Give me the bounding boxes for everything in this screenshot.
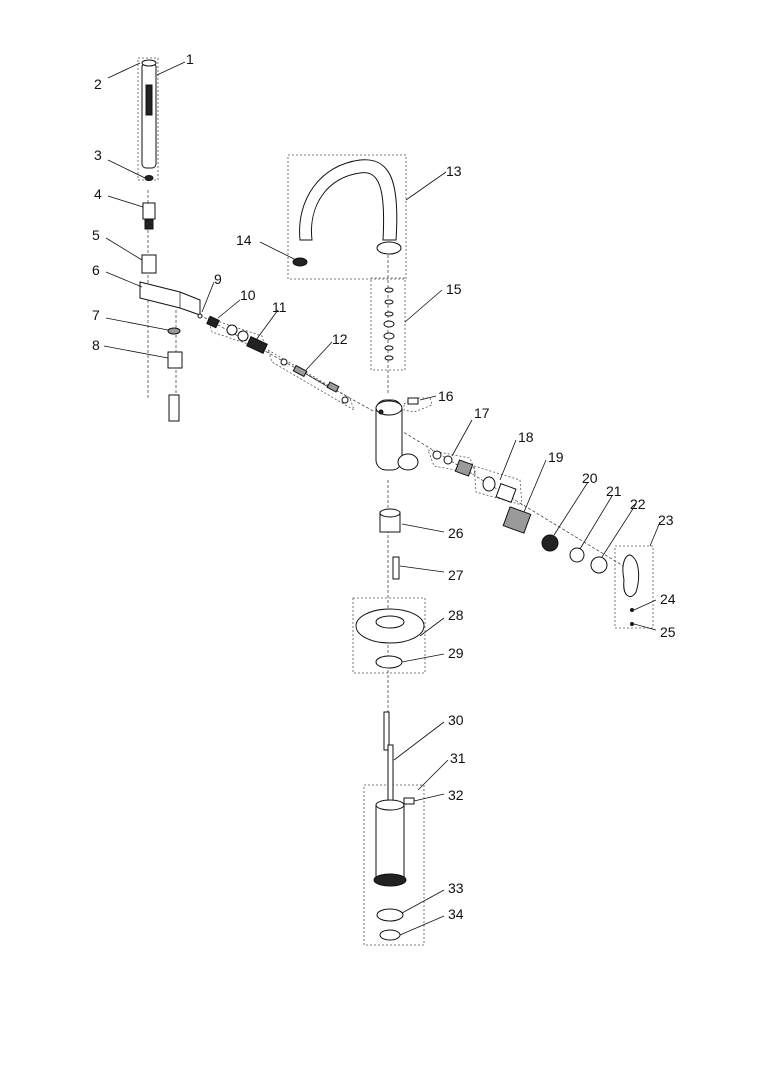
part-4-nut	[142, 202, 156, 230]
callout-1: 1	[186, 51, 194, 67]
callout-21: 21	[606, 483, 622, 499]
callout-19: 19	[548, 449, 564, 465]
mounting-parts	[373, 711, 415, 941]
callout-23: 23	[658, 512, 674, 528]
callout-27: 27	[448, 567, 464, 583]
hand-shower	[141, 59, 157, 181]
lever-handle	[622, 554, 640, 626]
diverter-parts	[197, 313, 349, 404]
callout-8: 8	[92, 337, 100, 353]
callout-32: 32	[448, 787, 464, 803]
callout-12: 12	[332, 331, 348, 347]
callout-16: 16	[438, 388, 454, 404]
callout-29: 29	[448, 645, 464, 661]
callout-17: 17	[474, 405, 490, 421]
callout-34: 34	[448, 906, 464, 922]
callout-13: 13	[446, 163, 462, 179]
callout-30: 30	[448, 712, 464, 728]
callout-14: 14	[236, 232, 252, 248]
spout	[292, 159, 402, 267]
leader-lines	[103, 61, 661, 936]
callout-22: 22	[630, 496, 646, 512]
callout-7: 7	[92, 307, 100, 323]
callout-26: 26	[448, 525, 464, 541]
callout-28: 28	[448, 607, 464, 623]
callout-18: 18	[518, 429, 534, 445]
callout-31: 31	[450, 750, 466, 766]
callout-25: 25	[660, 624, 676, 640]
part-7-8-connector	[167, 327, 183, 422]
callout-2: 2	[94, 76, 102, 92]
callout-9: 9	[214, 271, 222, 287]
callout-15: 15	[446, 281, 462, 297]
mixer-body	[375, 399, 419, 471]
callout-6: 6	[92, 262, 100, 278]
callout-4: 4	[94, 186, 102, 202]
base-parts	[355, 508, 425, 669]
cartridge-parts	[407, 397, 608, 574]
callout-labels: 1 2 3 4 5 6 7 8 9 10 11 12 13 14 15 16 1…	[92, 51, 676, 922]
callout-5: 5	[92, 227, 100, 243]
callout-11: 11	[272, 299, 287, 315]
part-5-holder	[141, 254, 157, 274]
callout-3: 3	[94, 147, 102, 163]
spout-seals	[383, 287, 395, 361]
part-6-shower-arm	[139, 281, 201, 316]
callout-33: 33	[448, 880, 464, 896]
callout-10: 10	[240, 287, 256, 303]
callout-24: 24	[660, 591, 676, 607]
callout-20: 20	[582, 470, 598, 486]
